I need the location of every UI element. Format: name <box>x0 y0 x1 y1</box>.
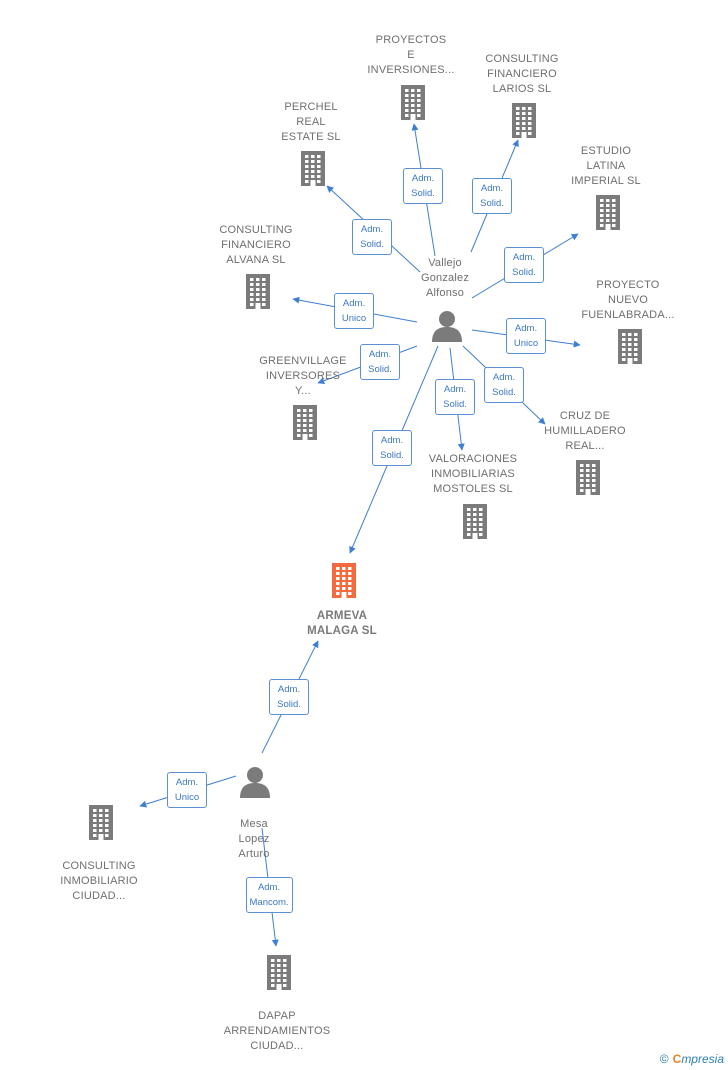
relation-role-badge[interactable]: Adm. Solid. <box>484 367 524 403</box>
relation-role-badge[interactable]: Adm. Unico <box>506 318 546 354</box>
company-name[interactable]: PROYECTOS E INVERSIONES... <box>367 33 455 76</box>
company-name[interactable]: CRUZ DE HUMILLADERO REAL... <box>544 409 626 452</box>
copyright-symbol: © <box>659 1052 669 1066</box>
building-icon[interactable] <box>262 954 296 990</box>
relation-role-badge[interactable]: Adm. Solid. <box>435 379 475 415</box>
company-name[interactable]: CONSULTING FINANCIERO ALVANA SL <box>219 223 293 266</box>
company-name[interactable]: CONSULTING INMOBILIARIO CIUDAD... <box>60 860 138 902</box>
empresia-watermark: ©Cmpresia <box>660 1052 724 1066</box>
building-icon[interactable] <box>396 84 430 120</box>
relation-role-badge[interactable]: Adm. Solid. <box>269 679 309 715</box>
company-name[interactable]: PERCHEL REAL ESTATE SL <box>281 100 341 143</box>
building-icon[interactable] <box>327 562 361 598</box>
relation-role-badge[interactable]: Adm. Solid. <box>472 178 512 214</box>
building-icon[interactable] <box>296 150 330 186</box>
person-icon[interactable] <box>238 764 272 800</box>
building-icon[interactable] <box>591 194 625 230</box>
company-name[interactable]: CONSULTING FINANCIERO LARIOS SL <box>485 52 559 95</box>
brand-initial: C <box>672 1052 682 1066</box>
relation-role-badge[interactable]: Adm. Unico <box>167 772 207 808</box>
relation-role-badge[interactable]: Adm. Unico <box>334 293 374 329</box>
relation-role-badge[interactable]: Adm. Solid. <box>403 168 443 204</box>
company-name[interactable]: DAPAP ARRENDAMIENTOS CIUDAD... <box>223 1010 331 1052</box>
relation-role-badge[interactable]: Adm. Solid. <box>504 247 544 283</box>
building-icon[interactable] <box>241 273 275 309</box>
relation-role-badge[interactable]: Adm. Mancom. <box>245 877 293 913</box>
building-icon[interactable] <box>288 404 322 440</box>
person-icon[interactable] <box>430 308 464 344</box>
company-name[interactable]: ESTUDIO LATINA IMPERIAL SL <box>571 144 641 187</box>
company-name[interactable]: VALORACIONES INMOBILIARIAS MOSTOLES SL <box>428 452 518 495</box>
building-icon[interactable] <box>571 459 605 495</box>
company-name[interactable]: GREENVILLAGE INVERSORES Y... <box>259 354 347 397</box>
relation-role-badge[interactable]: Adm. Solid. <box>360 344 400 380</box>
building-icon[interactable] <box>458 503 492 539</box>
company-name[interactable]: ARMEVA MALAGA SL <box>307 610 377 637</box>
building-icon[interactable] <box>507 102 541 138</box>
person-name[interactable]: Mesa Lopez Arturo <box>238 818 270 860</box>
building-icon[interactable] <box>84 804 118 840</box>
person-name[interactable]: Vallejo Gonzalez Alfonso <box>420 256 470 299</box>
company-name[interactable]: PROYECTO NUEVO FUENLABRADA... <box>581 278 675 321</box>
relation-role-badge[interactable]: Adm. Solid. <box>352 219 392 255</box>
relation-role-badge[interactable]: Adm. Solid. <box>372 430 412 466</box>
brand-name: mpresia <box>681 1052 724 1066</box>
building-icon[interactable] <box>613 328 647 364</box>
